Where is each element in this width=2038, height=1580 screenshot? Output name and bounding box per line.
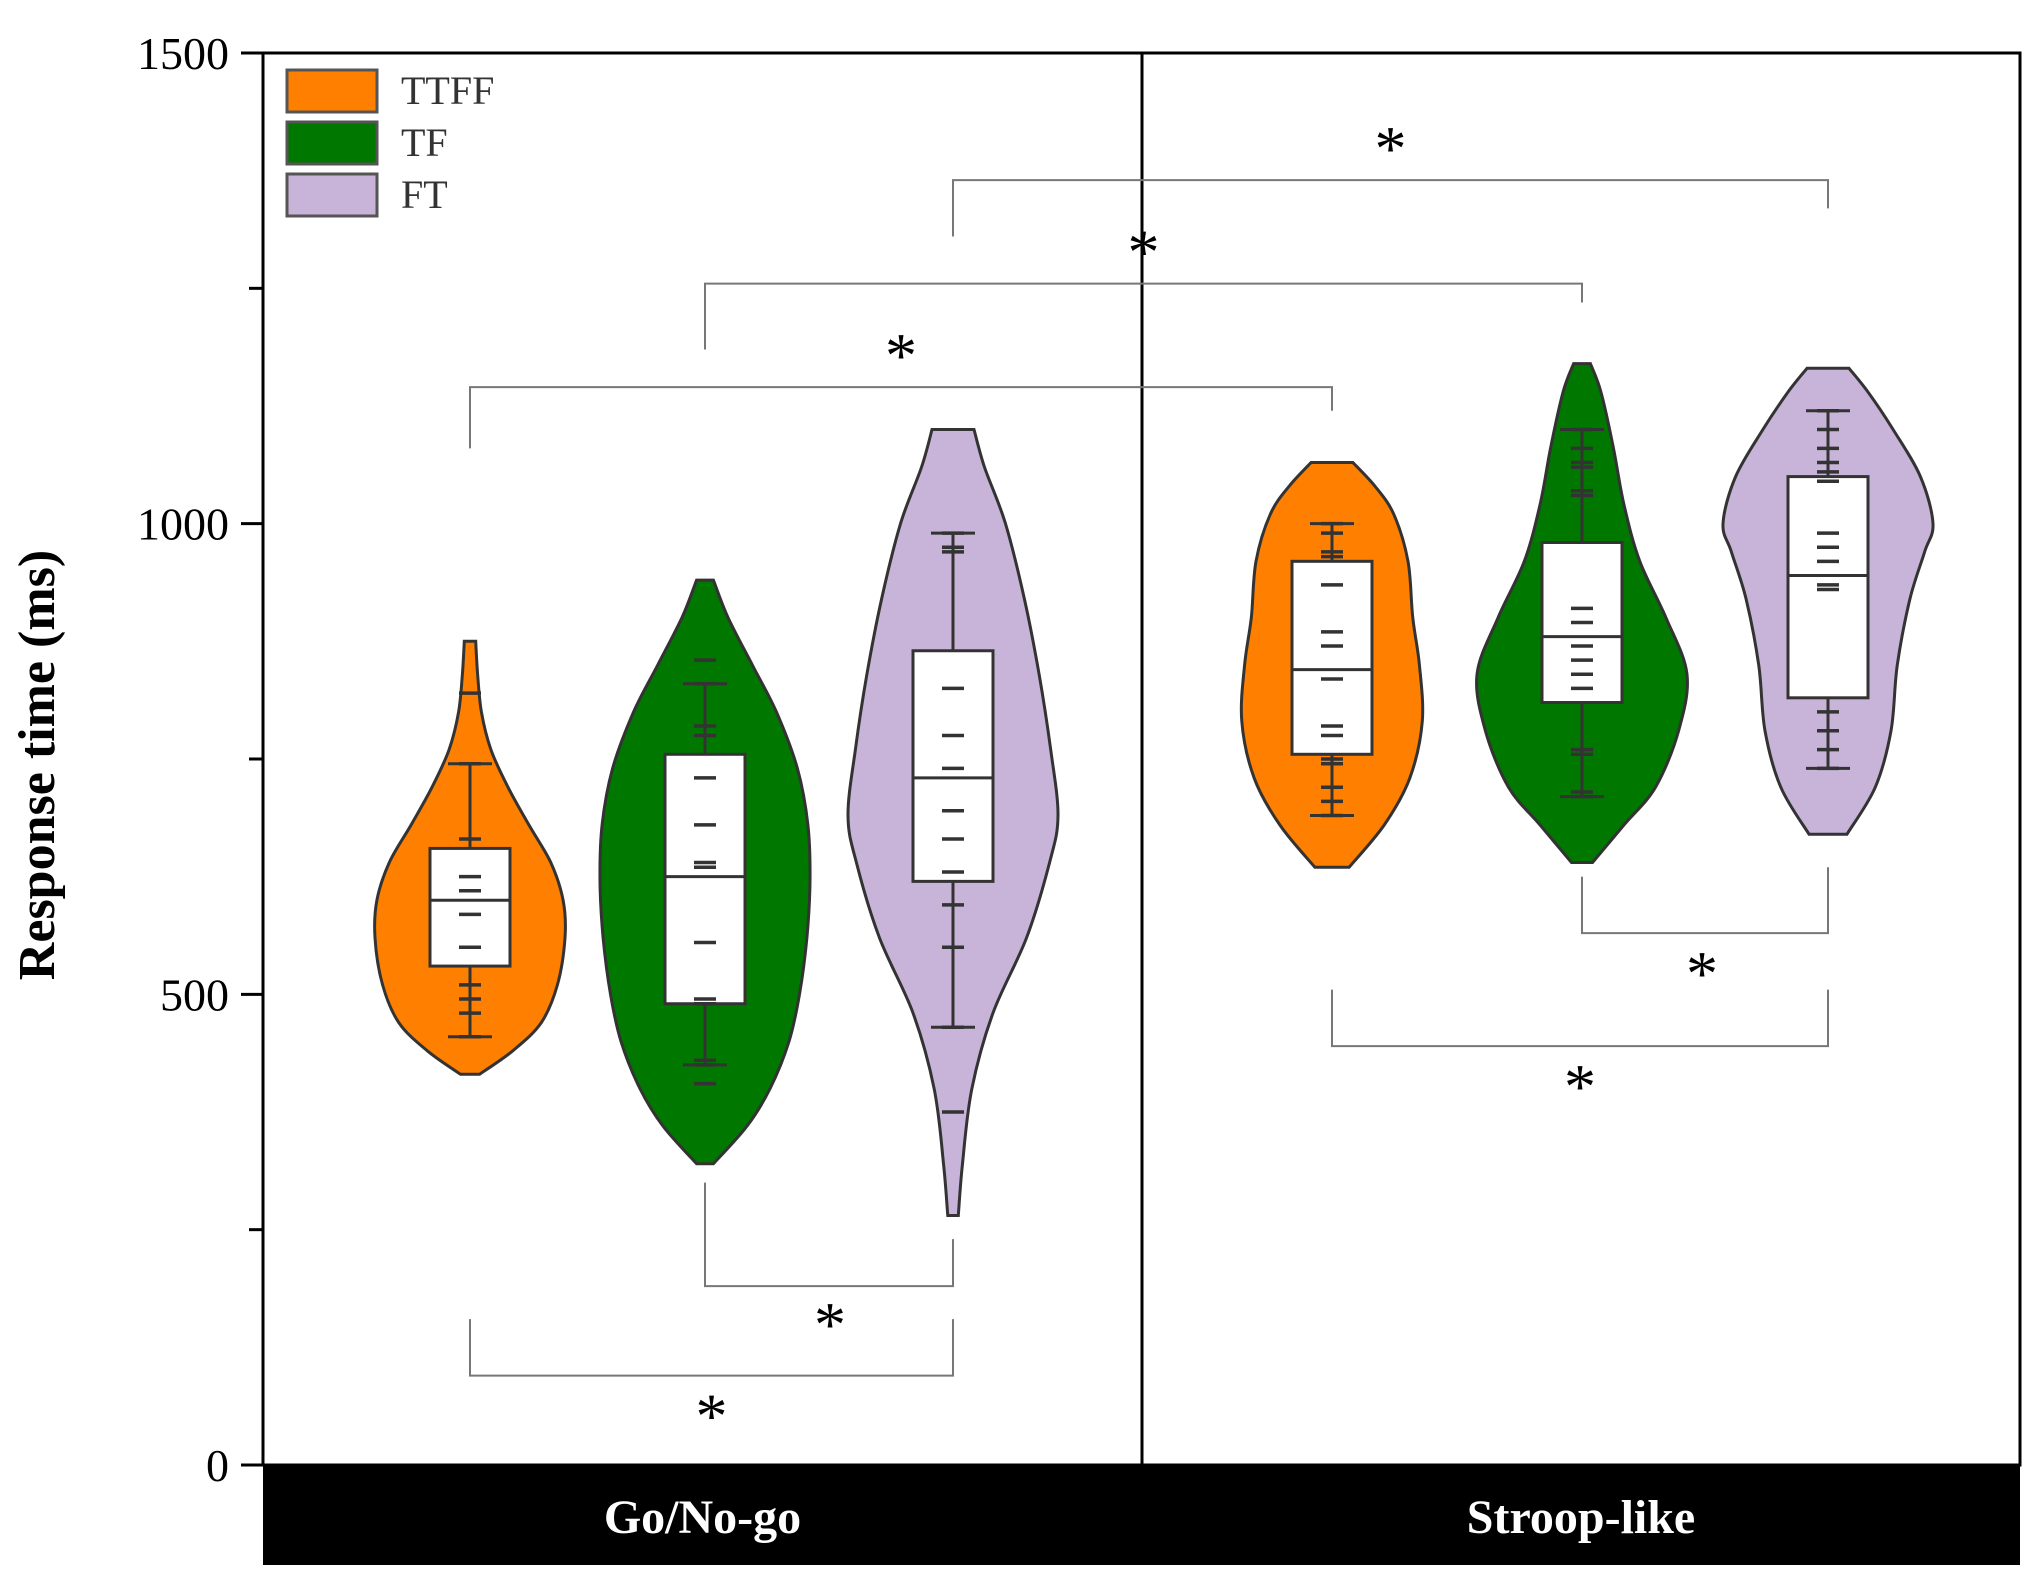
y-tick-label: 1000 — [137, 499, 229, 550]
violin-stroop-like-ttff — [1239, 461, 1425, 869]
category-strip — [263, 1465, 2020, 1565]
significance-label: * — [1686, 938, 1718, 1009]
legend-label: FT — [401, 172, 448, 217]
y-tick-label: 500 — [160, 969, 229, 1020]
bracket-line — [1581, 867, 1829, 935]
significance-label: * — [696, 1381, 728, 1452]
legend-swatch — [285, 172, 379, 218]
y-tick-label: 1500 — [137, 28, 229, 79]
legend-swatch — [285, 120, 379, 166]
y-tick-label: 0 — [206, 1440, 229, 1491]
significance-label: * — [1375, 113, 1407, 184]
bracket-line — [1331, 989, 1829, 1048]
significance-bracket-7: * — [1331, 989, 1829, 1122]
significance-bracket-1: * — [469, 320, 1333, 449]
bracket-line — [704, 1182, 954, 1288]
legend-label: TTFF — [401, 68, 494, 113]
violin-go-no-go-ttff — [373, 639, 567, 1076]
panel-label: Stroop-like — [1467, 1491, 1695, 1544]
significance-bracket-6: * — [1581, 867, 1829, 1009]
bracket-line — [704, 282, 1583, 350]
violin-go-no-go-tf — [598, 578, 812, 1166]
iqr-box — [1290, 559, 1374, 756]
iqr-box — [1786, 475, 1870, 700]
significance-bracket-2: * — [704, 217, 1583, 350]
bracket-line — [952, 179, 1829, 237]
significance-label: * — [885, 320, 917, 391]
bracket-line — [469, 386, 1333, 449]
legend-swatch — [285, 68, 379, 114]
significance-bracket-4: * — [704, 1182, 954, 1360]
violin-go-no-go-ft — [846, 428, 1060, 1217]
legend-label: TF — [401, 120, 448, 165]
legend-item-ttff: TTFF — [285, 68, 494, 114]
y-axis-label: Response time (ms) — [9, 550, 66, 980]
violin-stroop-like-ft — [1721, 366, 1935, 836]
panel-label: Go/No-go — [604, 1491, 801, 1544]
legend: TTFF TF FT — [285, 68, 494, 218]
violins-layer — [373, 362, 1935, 1217]
significance-label: * — [1128, 217, 1160, 288]
significance-label: * — [1564, 1051, 1596, 1122]
bracket-line — [469, 1319, 954, 1377]
significance-label: * — [814, 1289, 846, 1360]
violin-stroop-like-tf — [1475, 362, 1689, 864]
significance-layer: * * * * * * * — [469, 113, 1829, 1452]
plot-area — [261, 51, 2022, 1467]
legend-item-tf: TF — [285, 120, 448, 166]
iqr-box — [911, 649, 995, 883]
significance-bracket-3: * — [952, 113, 1829, 237]
iqr-box — [663, 752, 747, 1006]
legend-item-ft: FT — [285, 172, 448, 218]
significance-bracket-5: * — [469, 1319, 954, 1452]
